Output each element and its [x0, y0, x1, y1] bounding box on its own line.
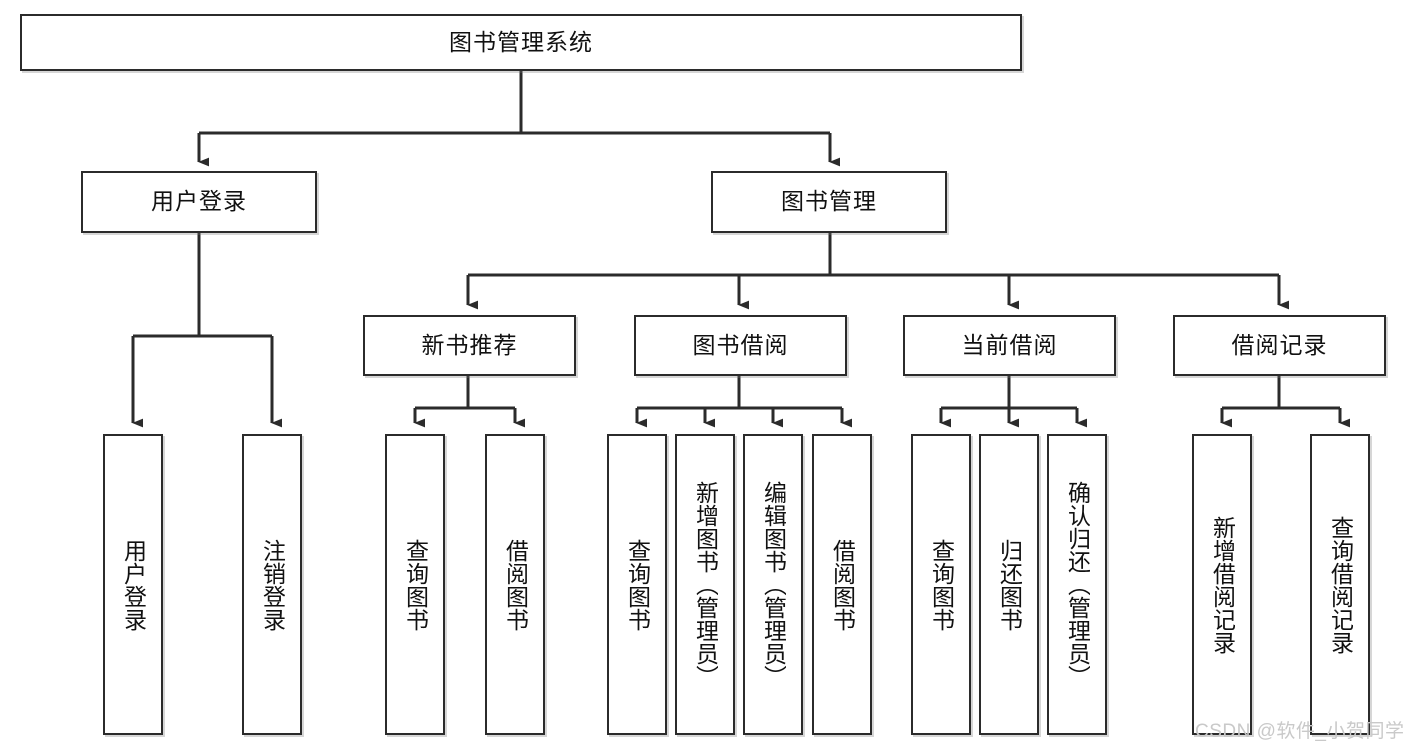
leaf-label: 新增借阅记录	[1209, 515, 1236, 654]
node-borrow-record[interactable]: 借阅记录	[1173, 315, 1386, 376]
node-current-borrow-label: 当前借阅	[961, 331, 1058, 358]
leaf-label: 借阅图书	[502, 538, 529, 631]
leaf-borrow-record-0[interactable]: 新增借阅记录	[1192, 434, 1252, 735]
node-root-label: 图书管理系统	[449, 28, 593, 55]
leaf-current-borrow-0[interactable]: 查询图书	[911, 434, 971, 735]
node-user-login-label: 用户登录	[151, 188, 247, 215]
node-new-book-recommend[interactable]: 新书推荐	[363, 315, 576, 376]
watermark: CSDN @软件_小贺同学	[1195, 721, 1405, 742]
leaf-new-book-recommend-1[interactable]: 借阅图书	[485, 434, 545, 735]
leaf-label: 查询图书	[624, 538, 651, 631]
leaf-label: 用户登录	[120, 538, 147, 631]
leaf-label: 新增图书（管理员）	[692, 481, 719, 688]
leaf-label: 查询图书	[928, 538, 955, 631]
leaf-label: 查询图书	[402, 538, 429, 631]
leaf-user-login-1[interactable]: 注销登录	[242, 434, 302, 735]
leaf-book-borrow-1[interactable]: 新增图书（管理员）	[675, 434, 735, 735]
node-root[interactable]: 图书管理系统	[20, 14, 1022, 71]
leaf-current-borrow-1[interactable]: 归还图书	[979, 434, 1039, 735]
node-current-borrow[interactable]: 当前借阅	[903, 315, 1116, 376]
leaf-book-borrow-3[interactable]: 借阅图书	[812, 434, 872, 735]
node-book-management[interactable]: 图书管理	[711, 171, 947, 233]
leaf-label: 编辑图书（管理员）	[760, 481, 787, 688]
node-book-management-label: 图书管理	[781, 188, 877, 215]
leaf-current-borrow-2[interactable]: 确认归还（管理员）	[1047, 434, 1107, 735]
leaf-book-borrow-0[interactable]: 查询图书	[607, 434, 667, 735]
node-book-borrow[interactable]: 图书借阅	[634, 315, 847, 376]
leaf-label: 借阅图书	[829, 538, 856, 631]
node-user-login[interactable]: 用户登录	[81, 171, 317, 233]
leaf-borrow-record-1[interactable]: 查询借阅记录	[1310, 434, 1370, 735]
node-borrow-record-label: 借阅记录	[1231, 331, 1328, 358]
leaf-book-borrow-2[interactable]: 编辑图书（管理员）	[743, 434, 803, 735]
leaf-label: 查询借阅记录	[1327, 515, 1354, 654]
node-book-borrow-label: 图书借阅	[692, 331, 789, 358]
leaf-new-book-recommend-0[interactable]: 查询图书	[385, 434, 445, 735]
leaf-user-login-0[interactable]: 用户登录	[103, 434, 163, 735]
leaf-label: 确认归还（管理员）	[1064, 481, 1091, 688]
leaf-label: 注销登录	[259, 538, 286, 631]
node-new-book-recommend-label: 新书推荐	[421, 331, 518, 358]
leaf-label: 归还图书	[996, 538, 1023, 631]
